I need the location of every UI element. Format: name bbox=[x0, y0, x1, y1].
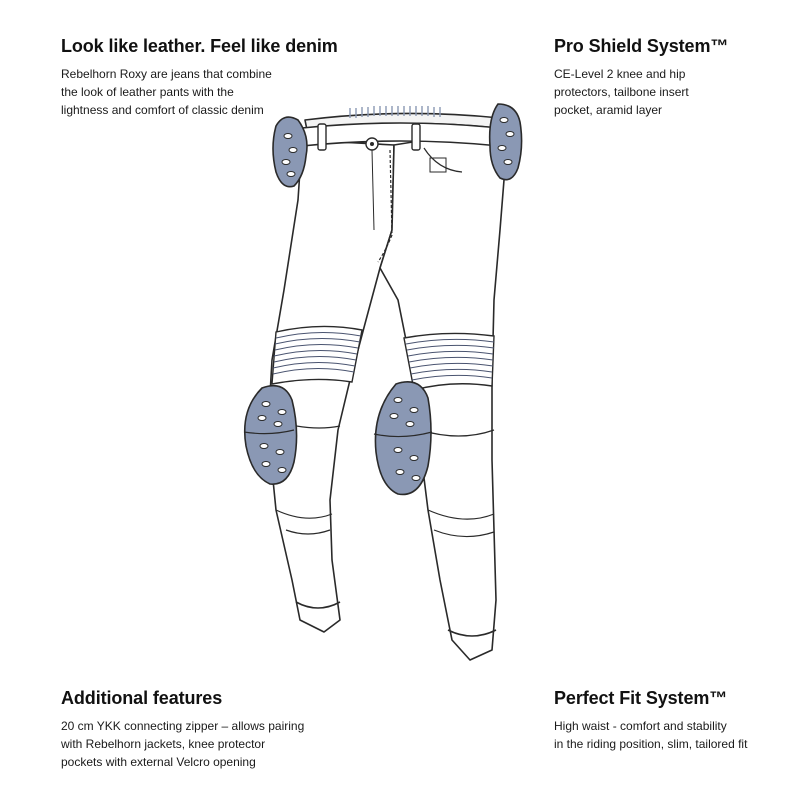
front-pocket bbox=[423, 147, 463, 173]
feature-additional: Additional features 20 cm YKK connecting… bbox=[61, 688, 361, 771]
right-cuff bbox=[447, 629, 497, 637]
feature-pro-shield: Pro Shield System™ CE-Level 2 knee and h… bbox=[554, 36, 774, 119]
coin-pocket bbox=[429, 157, 447, 173]
feature-title: Perfect Fit System™ bbox=[554, 688, 728, 708]
feature-description: Rebelhorn Roxy are jeans that combine th… bbox=[61, 67, 272, 117]
belt-loops bbox=[317, 123, 421, 151]
feature-description: High waist - comfort and stability in th… bbox=[554, 719, 748, 751]
left-cuff bbox=[295, 601, 341, 609]
left-ribbed-panel bbox=[271, 325, 363, 385]
feature-title: Pro Shield System™ bbox=[554, 36, 729, 56]
front-waistband bbox=[301, 122, 501, 147]
zipper-fly bbox=[377, 149, 393, 263]
right-leg bbox=[379, 127, 505, 661]
feature-title: Look like leather. Feel like denim bbox=[61, 36, 338, 56]
feature-leather-denim: Look like leather. Feel like denim Rebel… bbox=[61, 36, 361, 119]
feature-title: Additional features bbox=[61, 688, 223, 708]
feature-description: CE-Level 2 knee and hip protectors, tail… bbox=[554, 67, 689, 117]
connecting-zipper bbox=[349, 106, 441, 118]
right-knee-protector-icon bbox=[374, 381, 432, 496]
right-hip-protector-icon bbox=[488, 103, 523, 181]
jeans-illustration bbox=[243, 103, 523, 661]
feature-perfect-fit: Perfect Fit System™ High waist - comfort… bbox=[554, 688, 784, 753]
left-leg bbox=[267, 139, 395, 633]
left-knee-protector-icon bbox=[243, 384, 298, 485]
feature-description: 20 cm YKK connecting zipper – allows pai… bbox=[61, 719, 305, 769]
